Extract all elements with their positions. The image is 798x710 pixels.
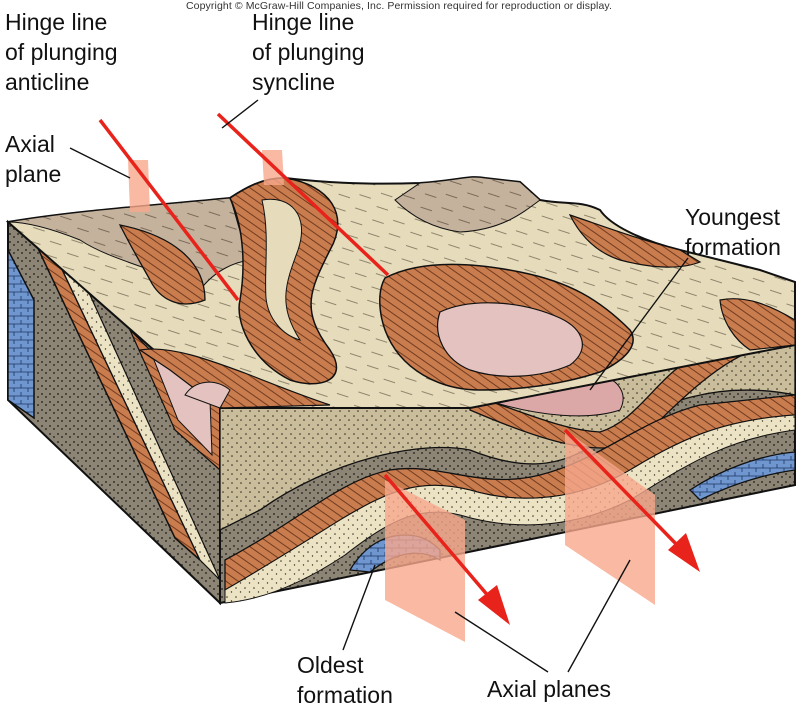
leader-youngest-formation	[589, 257, 689, 391]
leader-oldest-formation	[342, 564, 376, 651]
leader-axial-planes-right	[567, 559, 631, 673]
leader-hinge-syncline	[221, 99, 259, 129]
label-oldest-formation: Oldest formation	[297, 652, 393, 708]
axial-plane-front-right	[565, 430, 655, 605]
hinge-lines	[98, 112, 700, 625]
hinge-line-anticline-front	[383, 473, 492, 600]
axial-plane-front-left	[385, 480, 465, 642]
top-surface	[5, 176, 796, 409]
left-face	[7, 219, 221, 606]
leader-lines	[69, 99, 689, 673]
label-hinge-anticline: Hinge line of plunging anticline	[5, 9, 124, 95]
arrowhead-syncline	[668, 533, 700, 572]
arrowhead-anticline	[478, 585, 510, 625]
copyright-notice: Copyright © McGraw-Hill Companies, Inc. …	[186, 0, 612, 12]
label-axial-planes: Axial planes	[487, 676, 611, 702]
hinge-line-anticline-top	[98, 118, 240, 302]
label-axial-plane: Axial plane	[5, 131, 61, 187]
label-hinge-syncline: Hinge line of plunging syncline	[252, 9, 371, 95]
left-face-oldest-layer	[7, 249, 35, 420]
hinge-line-syncline-top	[216, 112, 390, 277]
leader-axial-plane	[69, 147, 131, 179]
hinge-line-syncline-front	[563, 428, 682, 550]
axial-planes	[128, 150, 655, 642]
leader-axial-planes-left	[454, 611, 549, 673]
youngest-formation-layer	[437, 302, 583, 377]
label-youngest-formation: Youngest formation	[685, 204, 786, 260]
axial-plane-anticline-upper	[128, 160, 150, 212]
